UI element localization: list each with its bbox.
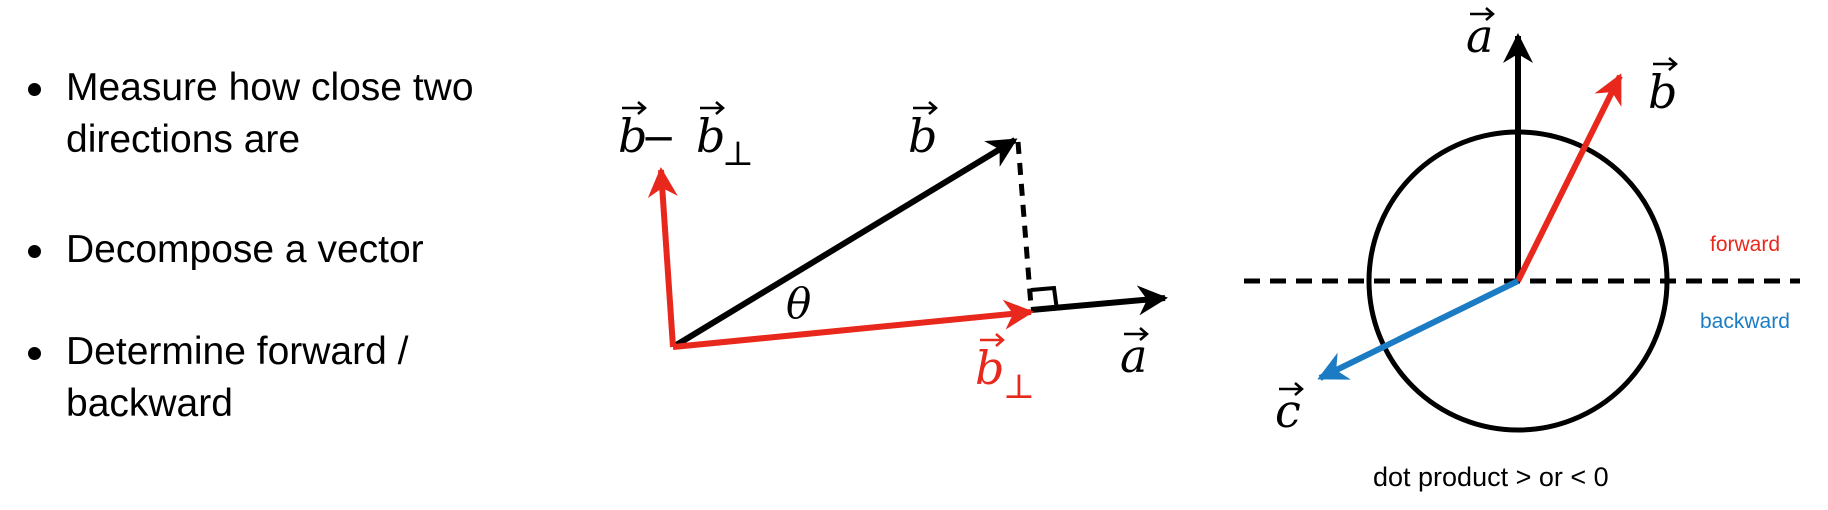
projection-diagram: b θ a b ⊥ b − b ⊥ bbox=[618, 101, 1168, 407]
right-angle-marker bbox=[1030, 285, 1059, 311]
vector-arrow-icon bbox=[980, 333, 1005, 347]
vector-b-arrow bbox=[671, 137, 1018, 350]
dashed-projection-line bbox=[1015, 141, 1034, 307]
dot-product-diagram: a b c forward backward dot product > or … bbox=[1244, 7, 1800, 492]
backward-label: backward bbox=[1700, 310, 1790, 333]
label-b-text: b bbox=[908, 109, 937, 163]
bullet-text: Determine forward / backward bbox=[66, 330, 409, 425]
forward-label: forward bbox=[1710, 233, 1780, 256]
label-theta: θ bbox=[786, 279, 811, 328]
label-vector-b: b bbox=[908, 101, 938, 163]
dot-label-b: b bbox=[1648, 57, 1678, 119]
label-bmb-sub: ⊥ bbox=[722, 134, 754, 174]
label-b-perp-text: b bbox=[975, 341, 1004, 395]
dot-label-a: a bbox=[1466, 7, 1495, 63]
bullet-dot-icon bbox=[28, 347, 41, 360]
label-vector-a-proj: a bbox=[1120, 327, 1149, 383]
label-b-minus-b-perp: b − b ⊥ bbox=[618, 101, 754, 174]
label-b-perp: b ⊥ bbox=[975, 333, 1035, 407]
vector-a-arrow bbox=[1030, 285, 1168, 316]
dot-product-caption: dot product > or < 0 bbox=[1373, 462, 1609, 492]
vector-arrow-icon bbox=[1470, 7, 1495, 21]
bullet-dot-icon bbox=[28, 83, 41, 96]
dot-label-b-text: b bbox=[1648, 65, 1677, 119]
dot-label-c: c bbox=[1275, 382, 1304, 438]
vector-arrow-icon bbox=[700, 101, 725, 115]
label-bmb-first: b bbox=[618, 109, 647, 163]
label-bmb-minus: − bbox=[641, 113, 676, 162]
dot-vector-b-arrow bbox=[1515, 73, 1623, 283]
vector-b-minus-bperp-arrow bbox=[647, 167, 678, 348]
bullet-item-decompose: Decompose a vector bbox=[20, 224, 500, 276]
bullet-text: Measure how close two directions are bbox=[66, 66, 474, 161]
bullet-item-determine: Determine forward / backward bbox=[20, 326, 500, 430]
dot-vector-c-arrow bbox=[1317, 278, 1520, 381]
vector-b-perp-arrow bbox=[672, 299, 1034, 350]
label-b-perp-sub: ⊥ bbox=[1003, 367, 1035, 407]
bullet-text: Decompose a vector bbox=[66, 228, 424, 271]
bullet-dot-icon bbox=[28, 245, 41, 258]
bullet-item-measure: Measure how close two directions are bbox=[20, 62, 500, 166]
vector-arrow-icon bbox=[1124, 327, 1149, 341]
label-bmb-second: b bbox=[696, 109, 725, 163]
vector-arrow-icon bbox=[622, 101, 647, 115]
bullet-list: Measure how close two directions are Dec… bbox=[20, 62, 500, 488]
vector-arrow-icon bbox=[1653, 57, 1678, 71]
vector-arrow-icon bbox=[1279, 382, 1304, 396]
vector-arrow-icon bbox=[913, 101, 938, 115]
